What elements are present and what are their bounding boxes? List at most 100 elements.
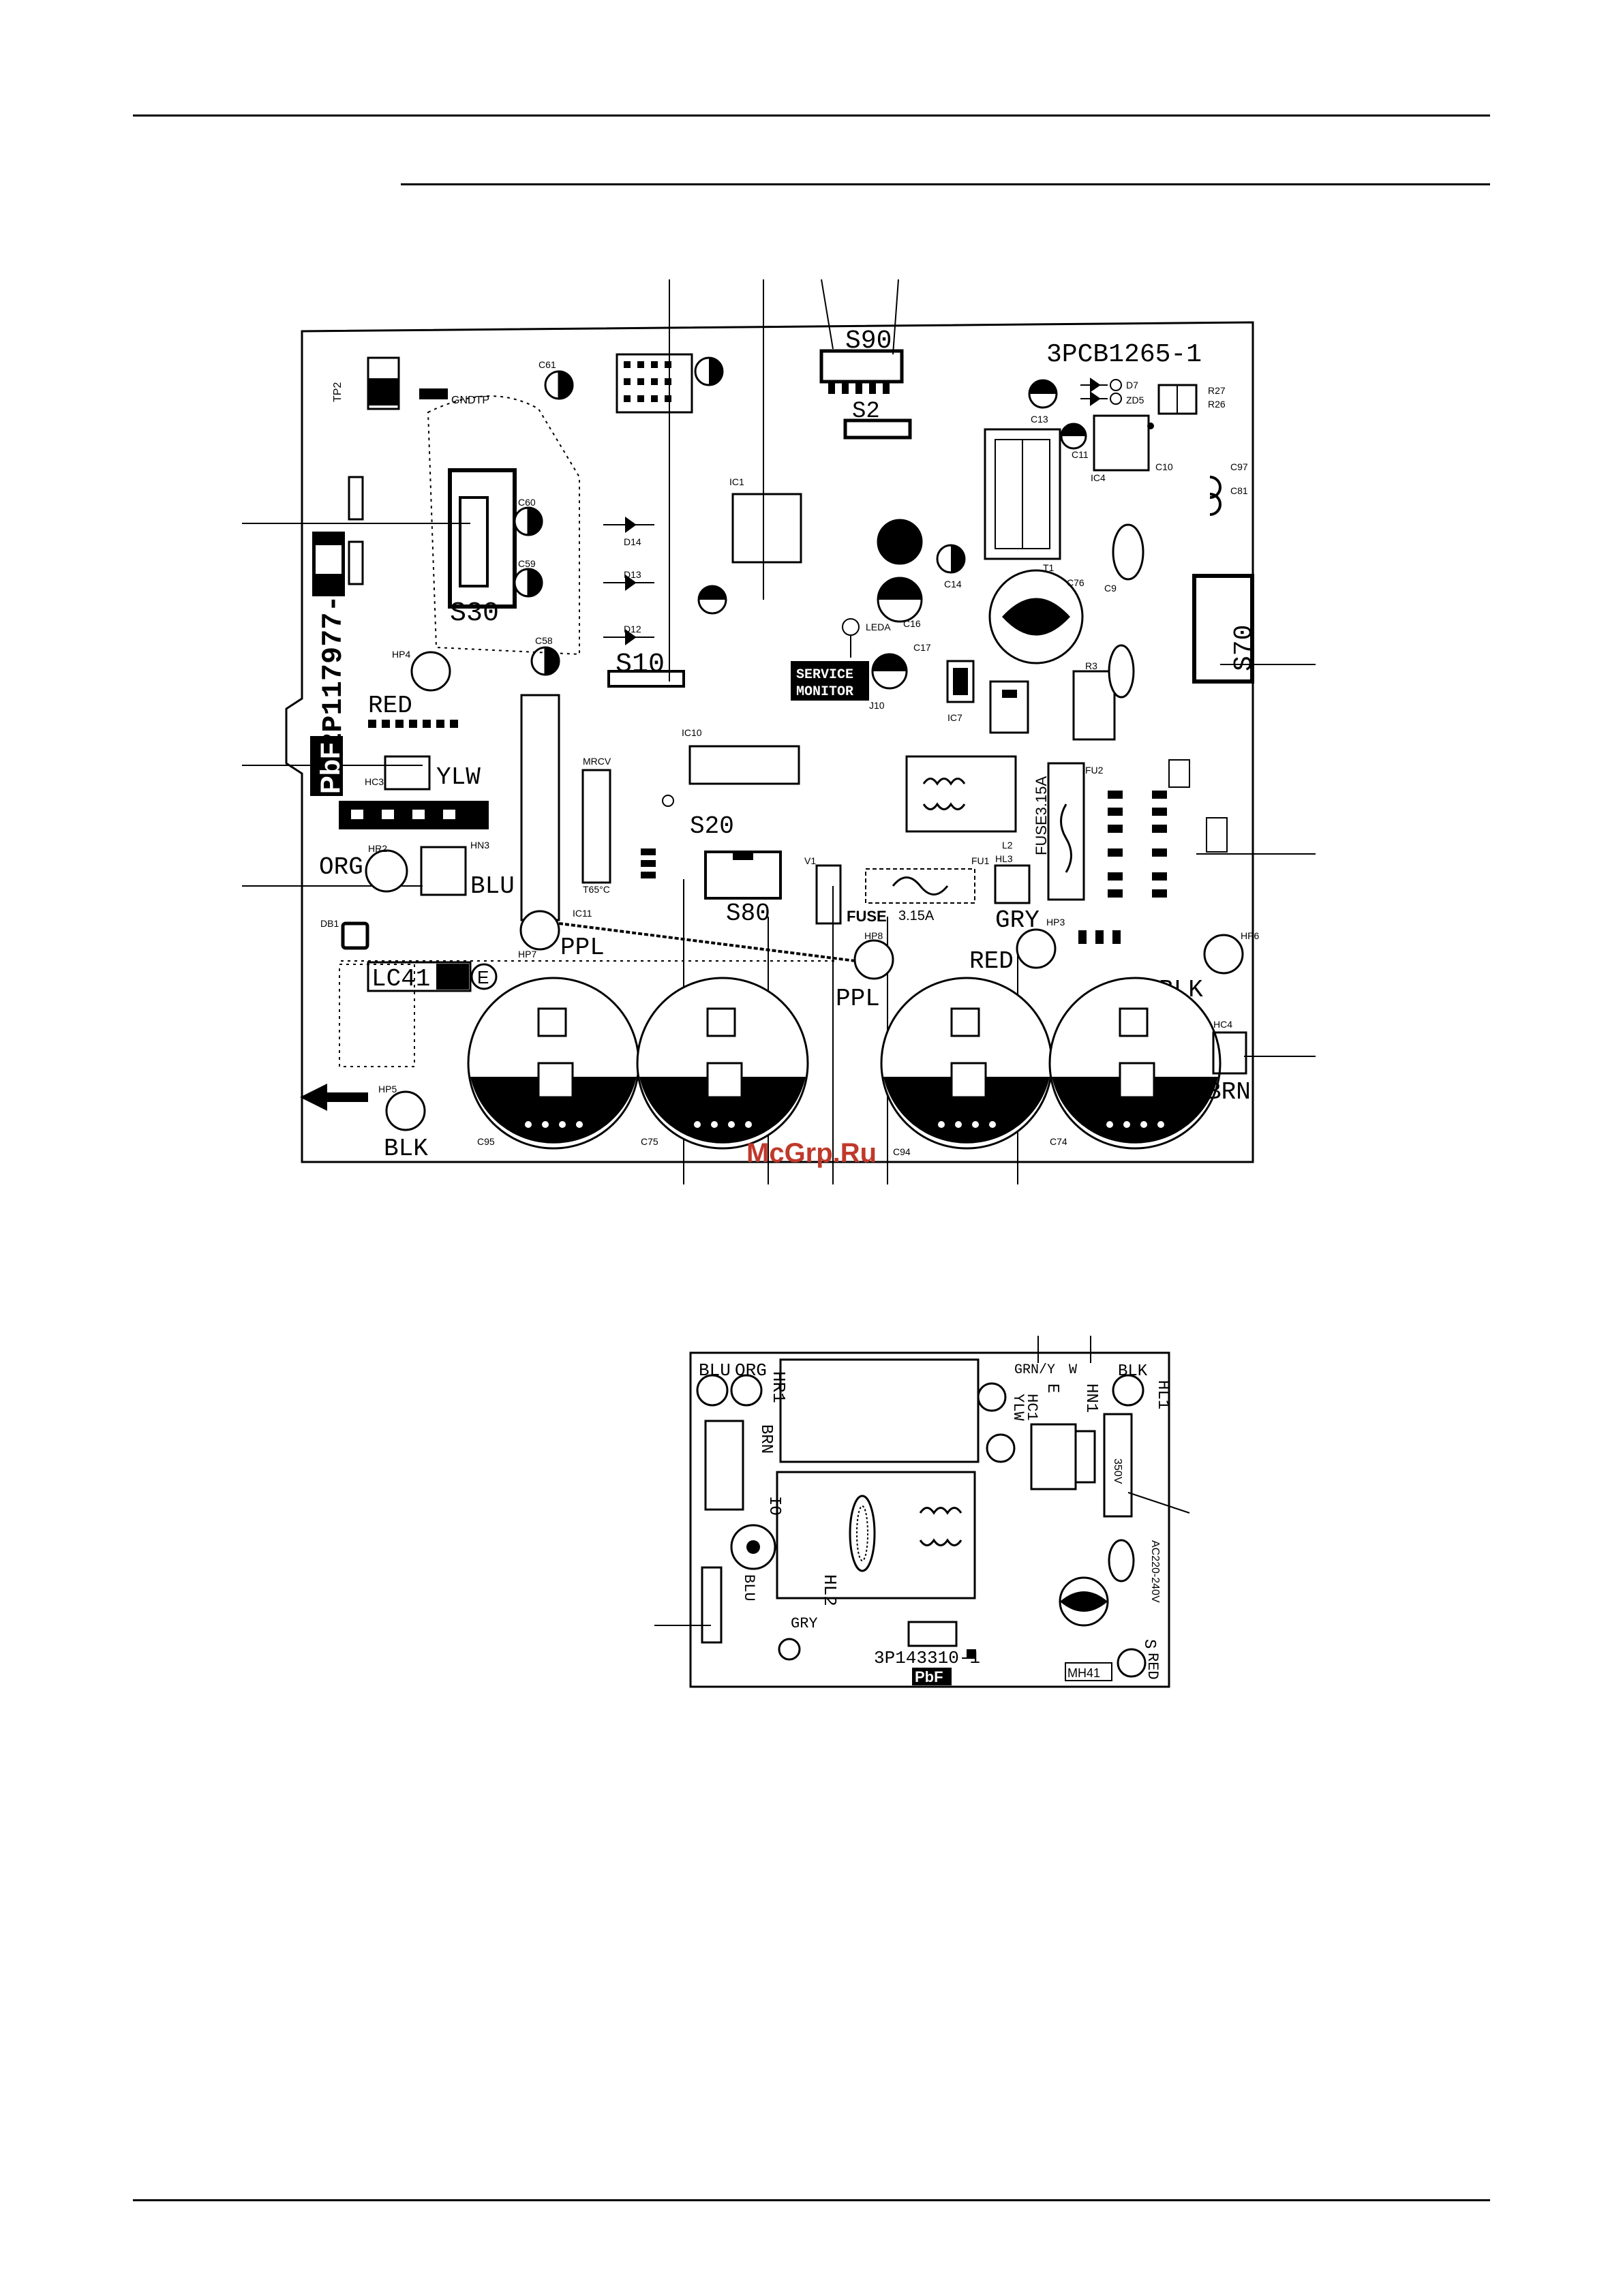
fb-blu-mid: BLU	[740, 1574, 757, 1602]
d13-label: D13	[624, 569, 641, 580]
s70-connector	[1192, 574, 1254, 684]
fu1-label: FU1	[971, 855, 990, 866]
wire-ylw: YLW	[436, 763, 481, 791]
hr2-pad	[365, 849, 408, 893]
c76-label: C76	[1067, 577, 1084, 588]
earth-mark-text: E	[477, 967, 489, 988]
fb-board-code: 3P143310-1	[874, 1648, 980, 1668]
fuse-fu1	[865, 868, 975, 904]
bottom-rule	[133, 2199, 1490, 2201]
hp3-label: HP3	[1046, 917, 1065, 928]
s30-connector	[448, 468, 517, 609]
fb-w: W	[1069, 1362, 1077, 1378]
capacitor-c94	[880, 977, 1053, 1150]
lc41-label: LC41	[371, 965, 430, 993]
hp5-pad	[385, 1090, 426, 1131]
hr2-label: HR2	[368, 843, 387, 854]
fb-gry: GRY	[791, 1615, 818, 1632]
c9-oval	[1112, 523, 1144, 581]
capacitor-c75	[636, 977, 809, 1150]
tp2-label: TP2	[332, 382, 344, 402]
s90-label: S90	[845, 326, 892, 356]
db1-label: DB1	[320, 918, 339, 929]
v1-label: V1	[804, 855, 816, 866]
hc4-label: HC4	[1213, 1019, 1232, 1030]
fb-red: RED	[1144, 1653, 1161, 1680]
fb-350v: 350V	[1112, 1458, 1123, 1484]
second-rule	[401, 183, 1490, 185]
top-rule	[133, 114, 1490, 117]
c13-label: C13	[1031, 414, 1048, 425]
diodes-left	[603, 517, 654, 645]
fb-mh41-box	[1065, 1662, 1112, 1681]
hn3-label: HN3	[470, 840, 489, 851]
v1-varistor	[815, 864, 842, 925]
capacitor-c95	[467, 977, 640, 1150]
ic7	[946, 660, 975, 703]
hp4-pad	[410, 651, 451, 692]
fb-brn: BRN	[757, 1424, 775, 1454]
c9-label: C9	[1104, 583, 1117, 594]
hn3-box	[420, 846, 467, 896]
s2-label: S2	[852, 399, 880, 425]
r3-label: R3	[1085, 660, 1097, 671]
c58-label: C58	[535, 635, 553, 646]
hp8-label: HP8	[864, 930, 883, 941]
s10-connector	[607, 670, 685, 688]
c75-label: C75	[641, 1136, 658, 1147]
fb-mh41: MH41	[1067, 1666, 1100, 1680]
c60-label: C60	[518, 497, 536, 508]
s30-label: S30	[450, 598, 499, 629]
fb-hr1: HR1	[768, 1371, 789, 1403]
monitor-label: MONITOR	[796, 684, 853, 700]
led-a	[842, 618, 860, 636]
c17-label: C17	[913, 642, 931, 653]
ic1-label: IC1	[729, 476, 744, 487]
fb-hn1: HN1	[1082, 1383, 1100, 1413]
mrcv-box	[581, 769, 611, 884]
c81-label: C81	[1230, 485, 1248, 496]
filter-board-outline	[689, 1351, 1170, 1688]
pcb-serial: 2P117977-1	[317, 578, 350, 750]
fuse-small-label: FUSE	[847, 908, 887, 925]
zd5-label: ZD5	[1126, 395, 1144, 405]
r3-block	[1072, 670, 1116, 741]
fb-relay-block	[779, 1358, 980, 1463]
fb-ylw: YLW	[1010, 1394, 1027, 1421]
fb-hl2: HL2	[819, 1574, 840, 1606]
ic7-label: IC7	[947, 712, 962, 723]
bulk-capacitors	[467, 977, 1222, 1150]
hp7-label: HP7	[518, 949, 536, 960]
earth-mark	[470, 963, 498, 990]
gndtp-label: GNDTP	[451, 395, 489, 406]
direction-arrow	[300, 1084, 368, 1111]
top-connector-array	[616, 353, 693, 414]
hp6-label: HP6	[1241, 930, 1259, 941]
wire-brn: BRN	[1207, 1078, 1251, 1106]
l2-label: L2	[1002, 840, 1013, 851]
j10-label: J10	[869, 700, 885, 711]
wire-red-top: RED	[368, 692, 412, 720]
c14-label: C14	[944, 579, 962, 590]
c10-label: C10	[1155, 461, 1173, 472]
fu2-label: FU2	[1085, 765, 1104, 776]
hc3-box	[384, 755, 431, 791]
c61-label: C61	[539, 359, 556, 370]
fb-io: IO	[765, 1496, 783, 1516]
s20-label: S20	[690, 812, 734, 840]
ic11-label: IC11	[573, 908, 592, 919]
capacitor-c74	[1048, 977, 1222, 1150]
fb-e: E	[1043, 1383, 1061, 1393]
c97-label: C97	[1230, 461, 1248, 472]
lc41-box	[367, 961, 472, 992]
s70-label: S70	[1230, 625, 1259, 671]
c16-label: C16	[903, 618, 921, 629]
ic1	[731, 493, 802, 564]
wire-ppl-left: PPL	[560, 934, 605, 962]
hc3-label: HC3	[365, 776, 384, 787]
mrcv-label: MRCV	[583, 756, 611, 767]
pbf-badge	[310, 736, 343, 796]
ic4-label: IC4	[1091, 472, 1106, 483]
fb-s: S	[1140, 1639, 1158, 1649]
